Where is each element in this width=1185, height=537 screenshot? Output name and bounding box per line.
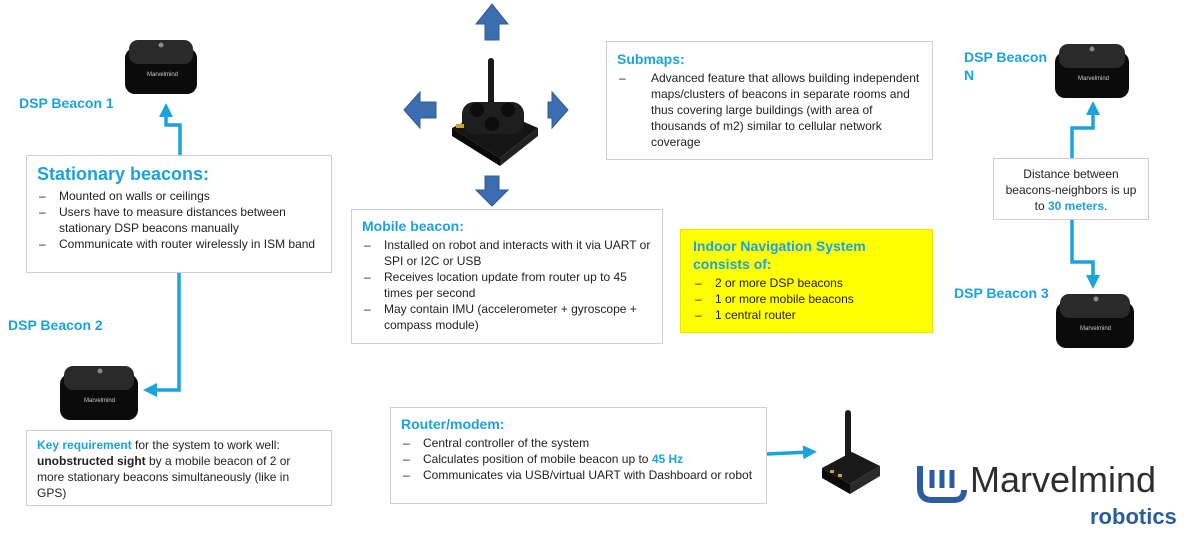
- marvelmind-logo-icon: [917, 466, 967, 503]
- connector-stationary-to-beacon1: [159, 103, 182, 155]
- distance-box: Distance between beacons-neighbors is up…: [993, 158, 1149, 220]
- mobile-beacon-list: Installed on robot and interacts with it…: [362, 237, 652, 333]
- list-item: 2 or more DSP beacons: [693, 275, 920, 291]
- arrow-right-icon: [547, 90, 569, 130]
- ins-title: Indoor Navigation System consists of:: [693, 238, 866, 272]
- label-dsp-beacon-2: DSP Beacon 2: [8, 317, 103, 333]
- list-item: Advanced feature that allows building in…: [617, 70, 922, 150]
- dsp-beacon-3-device: Marvelmind: [1056, 294, 1134, 348]
- list-item: Users have to measure distances between …: [37, 204, 321, 236]
- beacon-device-text: Marvelmind: [84, 398, 115, 404]
- beacon-device-text: Marvelmind: [147, 72, 178, 78]
- list-item: 1 central router: [693, 307, 920, 323]
- dsp-beacon-1-device: Marvelmind: [125, 40, 197, 94]
- submaps-title: Submaps:: [617, 51, 685, 67]
- dsp-beacon-2-device: Marvelmind: [60, 366, 138, 420]
- router-device: [822, 410, 880, 494]
- connector-stationary-to-beacon2: [143, 273, 181, 397]
- ins-box: Indoor Navigation System consists of: 2 …: [680, 229, 933, 333]
- list-item: Installed on robot and interacts with it…: [362, 237, 652, 269]
- direction-arrows: [403, 3, 569, 207]
- submaps-list: Advanced feature that allows building in…: [617, 70, 922, 150]
- stationary-beacons-box: Stationary beacons: Mounted on walls or …: [26, 155, 332, 273]
- ins-list: 2 or more DSP beacons 1 or more mobile b…: [693, 275, 920, 323]
- stationary-beacons-title: Stationary beacons:: [37, 164, 210, 184]
- dsp-beacon-n-device: Marvelmind: [1055, 44, 1129, 98]
- key-requirement-text-2: by a mobile beacon of 2 or more stationa…: [37, 454, 291, 500]
- list-item: May contain IMU (accelerometer + gyrosco…: [362, 301, 652, 333]
- connector-distance-to-beacon3: [1070, 220, 1100, 289]
- key-requirement-box: Key requirement for the system to work w…: [26, 430, 332, 506]
- beacon-device-text: Marvelmind: [1080, 326, 1111, 332]
- logo-tagline: robotics: [1090, 504, 1177, 529]
- arrow-up-icon: [474, 3, 510, 41]
- connector-distance-to-beaconN: [1070, 101, 1100, 158]
- list-item: Receives location update from router up …: [362, 269, 652, 301]
- arrow-left-icon: [403, 90, 437, 130]
- key-requirement-bold: unobstructed sight: [37, 454, 146, 468]
- list-item: 1 or more mobile beacons: [693, 291, 920, 307]
- distance-text: Distance between beacons-neighbors is up…: [1005, 167, 1137, 213]
- list-item: Mounted on walls or ceilings: [37, 188, 321, 204]
- label-dsp-beacon-1: DSP Beacon 1: [19, 95, 114, 111]
- key-requirement-text: for the system to work well:: [131, 438, 280, 452]
- list-item: Communicates via USB/virtual UART with D…: [401, 467, 756, 483]
- beacon-device-text: Marvelmind: [1078, 76, 1109, 82]
- list-item: Central controller of the system: [401, 435, 756, 451]
- distance-text-end: .: [1104, 199, 1108, 213]
- submaps-box: Submaps: Advanced feature that allows bu…: [606, 41, 933, 160]
- router-list: Central controller of the system Calcula…: [401, 435, 756, 483]
- key-requirement-label: Key requirement: [37, 438, 132, 452]
- router-title: Router/modem:: [401, 416, 505, 432]
- router-item2-text: Calculates position of mobile beacon up …: [423, 452, 652, 466]
- mobile-beacon-title: Mobile beacon:: [362, 218, 464, 234]
- arrow-down-icon: [474, 175, 510, 207]
- stationary-beacons-list: Mounted on walls or ceilings Users have …: [37, 188, 321, 252]
- connector-router-box-to-router: [766, 445, 817, 460]
- mobile-beacon-device: [452, 58, 538, 166]
- distance-value: 30 meters: [1047, 199, 1105, 213]
- label-dsp-beacon-3: DSP Beacon 3: [954, 285, 1049, 301]
- marvelmind-logo: Marvelmind robotics: [914, 456, 1182, 532]
- label-dsp-beacon-n: DSP Beacon N: [964, 49, 1047, 83]
- router-rate-value: 45 Hz: [651, 452, 684, 466]
- router-box: Router/modem: Central controller of the …: [390, 407, 767, 504]
- list-item: Communicate with router wirelessly in IS…: [37, 236, 321, 252]
- logo-name: Marvelmind: [970, 459, 1157, 500]
- mobile-beacon-box: Mobile beacon: Installed on robot and in…: [351, 209, 663, 344]
- list-item: Calculates position of mobile beacon up …: [401, 451, 756, 467]
